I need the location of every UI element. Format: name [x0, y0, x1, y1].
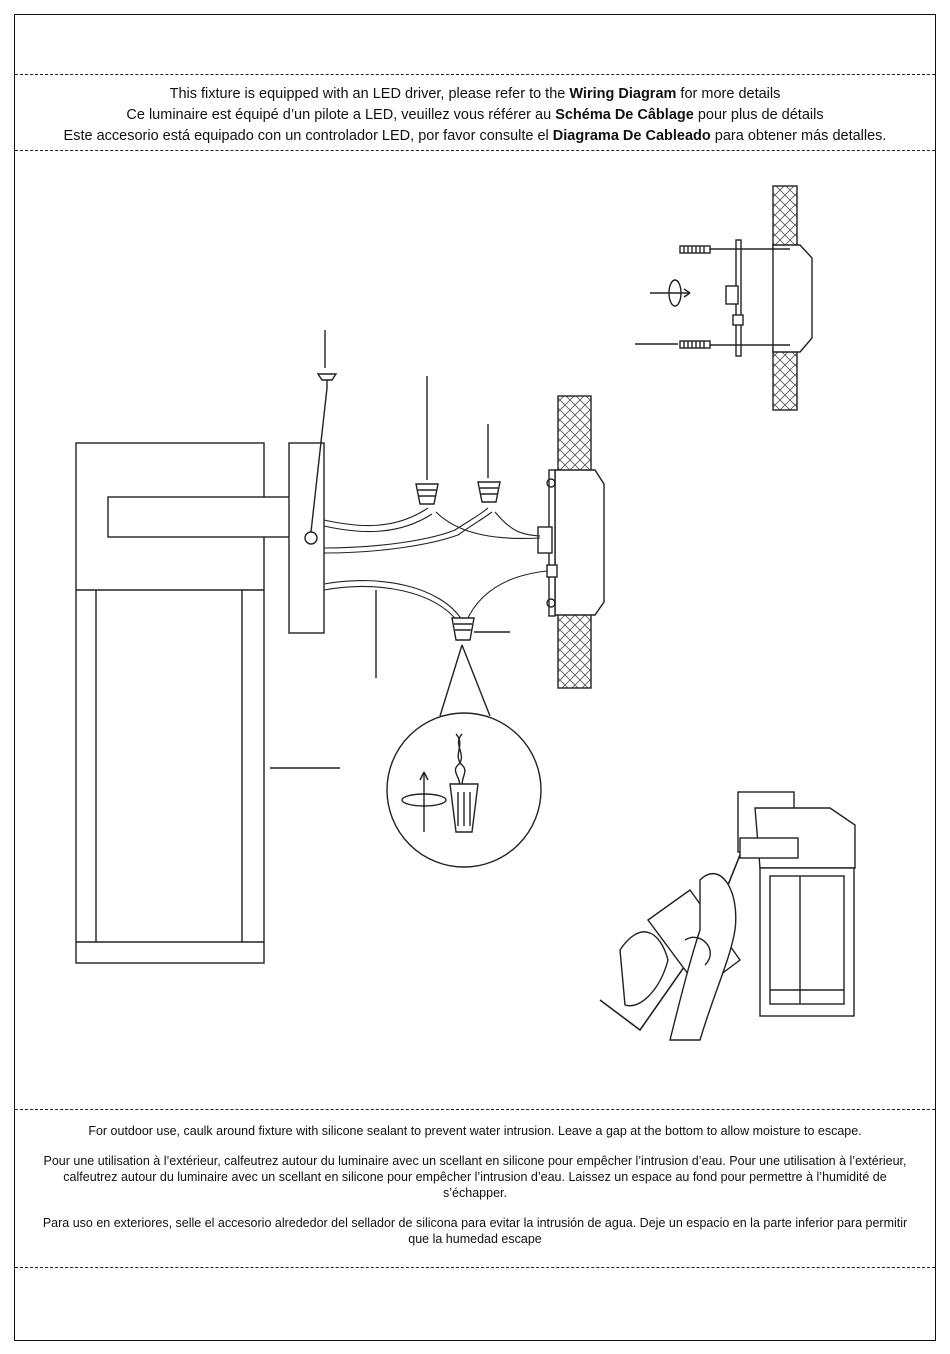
fixture-arm-small	[739, 837, 799, 859]
divider-top	[15, 74, 935, 75]
wiring	[323, 507, 548, 623]
footer-text-en: For outdoor use, caulk around fixture wi…	[88, 1124, 862, 1138]
installation-diagram	[75, 185, 856, 1041]
divider-header-bottom	[15, 150, 935, 151]
bracket-clip	[725, 285, 739, 305]
caulking-illustration	[599, 791, 856, 1041]
hand-right	[669, 873, 737, 1041]
plate-screw-top	[546, 478, 556, 488]
ground-screw-main	[546, 564, 558, 578]
junction-box	[772, 244, 813, 353]
wire-nut-3	[451, 617, 510, 641]
fixture-body	[75, 442, 265, 964]
divider-bottom	[15, 1267, 935, 1268]
instruction-footer: For outdoor use, caulk around fixture wi…	[40, 1123, 910, 1261]
wire-nut-1	[415, 376, 439, 505]
wall-plate	[288, 442, 325, 634]
wire-nut-detail	[386, 644, 542, 868]
mounting-strap	[537, 526, 553, 554]
fixture-arm	[107, 496, 301, 538]
header-line-es: Este accesorio está equipado con un cont…	[63, 128, 887, 144]
header-line-en: This fixture is equipped with an LED dri…	[169, 86, 781, 102]
plate-screw-bottom	[546, 598, 556, 608]
junction-box-main	[554, 469, 605, 616]
page-border	[14, 14, 936, 1341]
wall-section-upper	[772, 185, 798, 251]
screw-top	[679, 245, 790, 254]
fixture-side-view	[75, 442, 325, 964]
divider-footer-top	[15, 1109, 935, 1110]
screw-bottom	[635, 340, 790, 349]
footer-text-fr: Pour une utilisation à l’extérieur, calf…	[43, 1154, 907, 1200]
instruction-header: This fixture is equipped with an LED dri…	[15, 84, 935, 147]
twist-arrow-icon	[401, 793, 447, 807]
fixture-body-small	[759, 867, 855, 1017]
wall-section-lower	[772, 347, 798, 411]
mounting-bracket-detail	[635, 185, 813, 411]
header-line-fr: Ce luminaire est équipé d’un pilote a LE…	[126, 107, 824, 123]
wire-nut-2	[477, 424, 501, 503]
hand-left	[619, 931, 669, 1007]
ground-screw	[732, 314, 744, 326]
rotate-arrow-icon	[650, 279, 691, 307]
footer-text-es: Para uso en exteriores, selle el accesor…	[42, 1216, 908, 1246]
set-screw	[310, 330, 338, 533]
